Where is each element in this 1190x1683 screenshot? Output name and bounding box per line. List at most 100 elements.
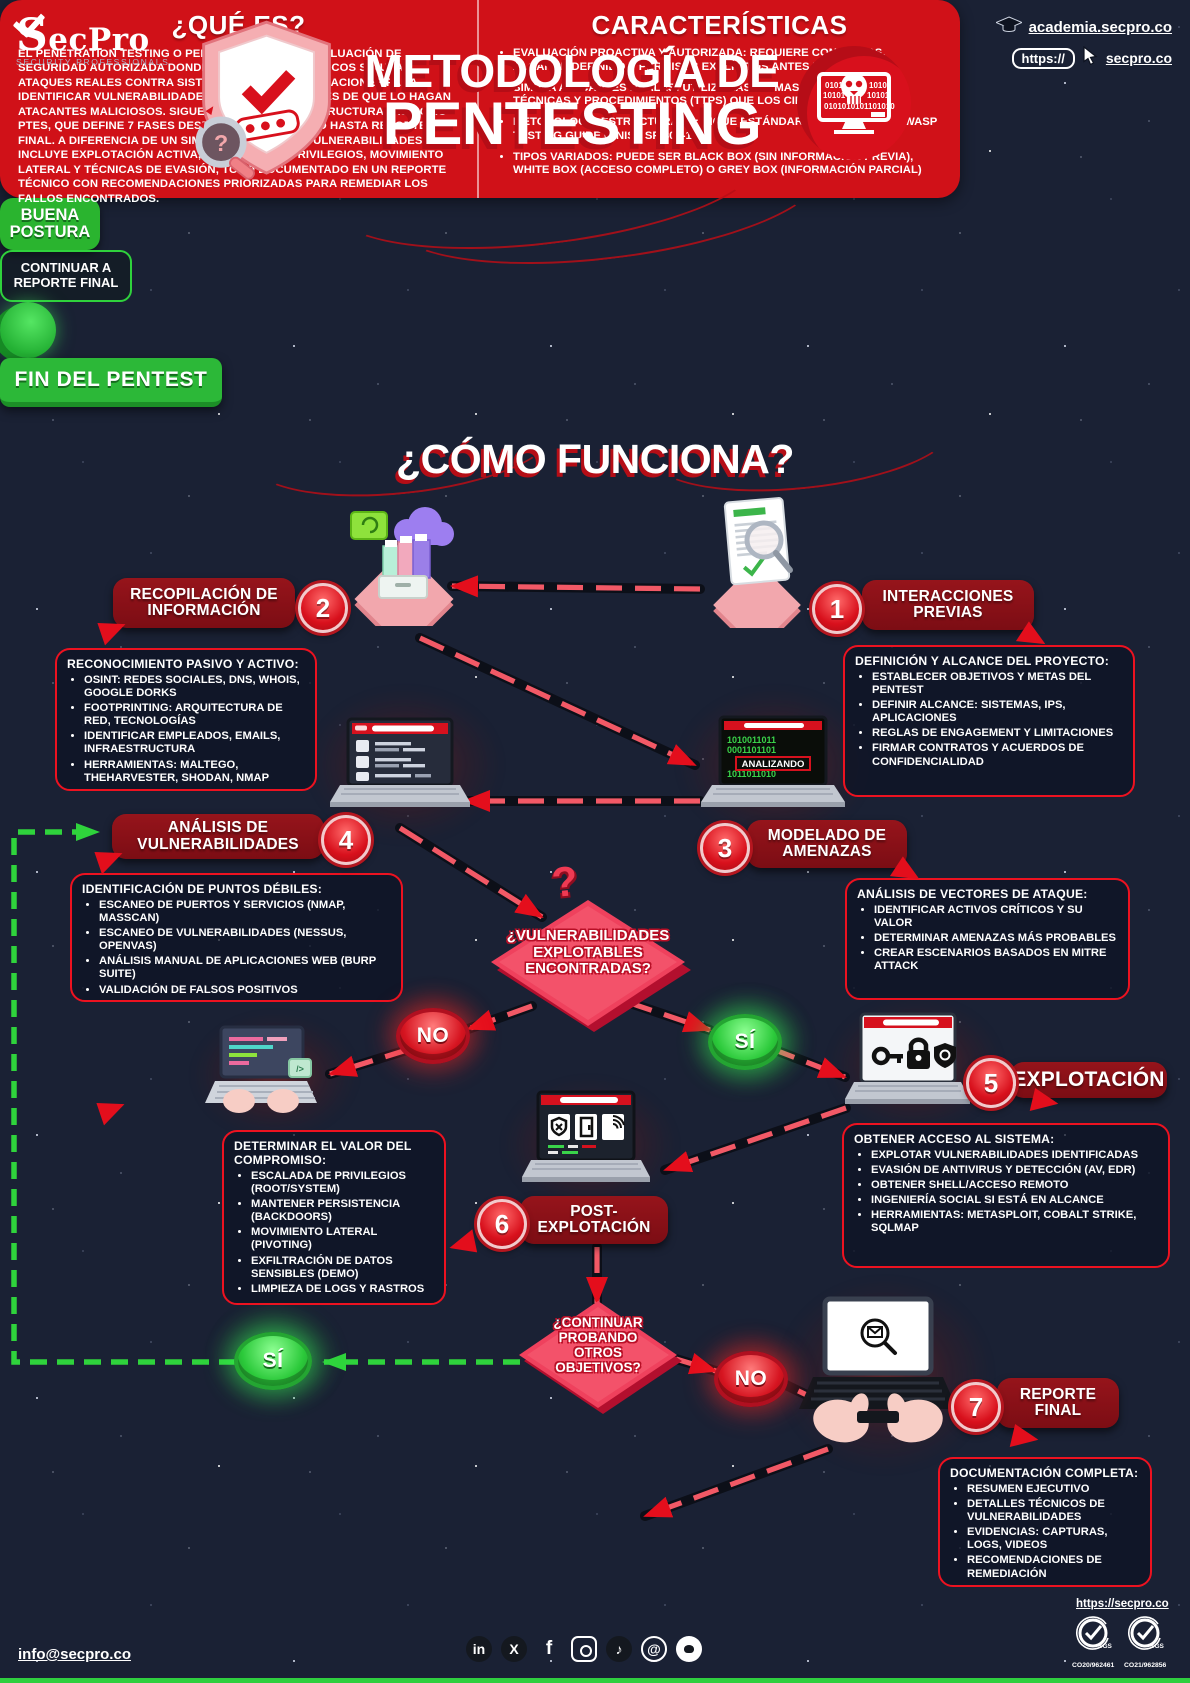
feature-item: EVALUACIÓN PROACTIVA Y AUTORIZADA: REQUI… (513, 47, 942, 75)
bullet: RESUMEN EJECUTIVO (967, 1483, 1140, 1496)
academy-link[interactable]: academia.secpro.co (1028, 19, 1172, 36)
github-icon[interactable] (676, 1636, 702, 1662)
step1-number-badge: 1 (812, 584, 862, 634)
feature-item: TIPOS VARIADOS: PUEDE SER BLACK BOX (SIN… (513, 151, 942, 179)
end-of-pentest-banner: FIN DEL PENTEST (0, 358, 222, 407)
bullet: HERRAMIENTAS: MALTEGO, THEHARVESTER, SHO… (84, 759, 305, 785)
instagram-icon[interactable] (571, 1636, 597, 1662)
step7-box-title: DOCUMENTACIÓN COMPLETA: (950, 1466, 1139, 1480)
bullet: RECOMENDACIONES DE REMEDIACIÓN (967, 1554, 1140, 1580)
bottom-green-bar (0, 1678, 1190, 1683)
svg-text:/>: /> (296, 1064, 304, 1074)
linkedin-icon[interactable]: in (466, 1636, 492, 1662)
bullet: MOVIMIENTO LATERAL (PIVOTING) (251, 1226, 434, 1252)
cloud-folders-illustration (345, 496, 463, 655)
svg-text:0001101101: 0001101101 (727, 745, 776, 755)
svg-text:1010011011: 1010011011 (727, 735, 776, 745)
laptop-report-hands-illustration (795, 1295, 960, 1465)
bullet: HERRAMIENTAS: METASPLOIT, COBALT STRIKE,… (871, 1209, 1158, 1235)
svg-text:SGS: SGS (1098, 1643, 1112, 1650)
threads-icon[interactable]: @ (641, 1636, 667, 1662)
laptop-dashboard-illustration (330, 715, 470, 820)
bullet: EXFILTRACIÓN DE DATOS SENSIBLES (DEMO) (251, 1255, 434, 1281)
bullet: OBTENER SHELL/ACCESO REMOTO (871, 1179, 1158, 1192)
keyboard-hands-illustration: /> (205, 1025, 320, 1120)
bullet: EVASIÓN DE ANTIVIRUS Y DETECCIÓN (AV, ED… (871, 1164, 1158, 1177)
decision2-diamond (512, 1300, 684, 1420)
secpro-logo: SecPro SECURITY PROFESSIONALS (16, 10, 169, 67)
pointer-tail (94, 620, 125, 648)
bullet: ESCANEO DE PUERTOS Y SERVICIOS (NMAP, MA… (99, 899, 391, 925)
title-line2: PENTESTING (382, 90, 762, 157)
social-icons-row: in X f ♪ @ (466, 1636, 702, 1662)
decision1-no-button[interactable]: NO (396, 1008, 470, 1064)
certification-badge: SGS CO20/962461 (1072, 1616, 1114, 1669)
step7-label: REPORTE FINAL (997, 1378, 1119, 1428)
svg-text:0101010101101010: 0101010101101010 (824, 102, 895, 111)
step4-infobox: IDENTIFICACIÓN DE PUNTOS DÉBILES: ESCANE… (70, 873, 403, 1002)
check-circle-icon (0, 302, 56, 358)
step3-number-badge: 3 (700, 823, 750, 873)
laptop-exploitation-illustration (845, 1012, 970, 1117)
bullet: VALIDACIÓN DE FALSOS POSITIVOS (99, 984, 391, 997)
svg-text:1010: 1010 (869, 81, 887, 90)
features-title: CARACTERÍSTICAS (591, 10, 848, 40)
question-mark-icon: ? (549, 856, 580, 907)
step6-infobox: DETERMINAR EL VALOR DEL COMPROMISO: ESCA… (222, 1130, 446, 1305)
bullet: OSINT: REDES SOCIALES, DNS, WHOIS, GOOGL… (84, 674, 305, 700)
graduation-cap-icon (994, 16, 1023, 39)
step2-label: RECOPILACIÓN DE INFORMACIÓN (113, 578, 295, 628)
hacker-skull-monitor-icon: 0101 1010 10101 10101 0101010101101010 (797, 46, 911, 160)
step5-infobox: OBTENER ACCESO AL SISTEMA: EXPLOTAR VULN… (842, 1123, 1170, 1268)
step6-label: POST- EXPLOTACIÓN (520, 1196, 668, 1244)
x-icon[interactable]: X (501, 1636, 527, 1662)
bullet: REGLAS DE ENGAGEMENT Y LIMITACIONES (872, 727, 1123, 740)
logo-tagline: SECURITY PROFESSIONALS (16, 57, 170, 67)
decision2-yes-button[interactable]: SÍ (234, 1332, 312, 1390)
arrow-step5-to-step6 (660, 1103, 851, 1175)
continue-to-report-label: CONTINUAR A REPORTE FINAL (0, 250, 132, 302)
step5-label: EXPLOTACIÓN (1010, 1062, 1167, 1098)
decision1-question: ¿VULNERABILIDADES EXPLOTABLES ENCONTRADA… (506, 927, 670, 977)
bullet: FIRMAR CONTRATOS Y ACUERDOS DE CONFIDENC… (872, 742, 1123, 768)
svg-text:10101: 10101 (867, 91, 890, 100)
svg-text:0101: 0101 (825, 81, 843, 90)
decision2-no-button[interactable]: NO (714, 1351, 788, 1407)
bullet: FOOTPRINTING: ARQUITECTURA DE RED, TECNO… (84, 702, 305, 728)
step2-infobox: RECONOCIMIENTO PASIVO Y ACTIVO: OSINT: R… (55, 648, 317, 791)
good-posture-label: BUENA POSTURA (0, 198, 100, 250)
email-link[interactable]: info@secpro.co (18, 1646, 131, 1663)
certification-badge: SGS CO21/962856 (1124, 1616, 1166, 1669)
step3-box-title: ANÁLISIS DE VECTORES DE ATAQUE: (857, 887, 1088, 901)
svg-text:10101: 10101 (823, 91, 846, 100)
facebook-icon[interactable]: f (545, 1638, 553, 1659)
cert-number: CO21/962856 (1124, 1662, 1167, 1669)
svg-text:1011011010: 1011011010 (727, 769, 776, 779)
bullet: ESCANEO DE VULNERABILIDADES (NESSUS, OPE… (99, 927, 391, 953)
bullet: INGENIERÍA SOCIAL SI ESTÁ EN ALCANCE (871, 1194, 1158, 1207)
step1-label: INTERACCIONES PREVIAS (862, 580, 1034, 630)
shield-check-illustration: ? (192, 18, 342, 188)
tiktok-icon[interactable]: ♪ (606, 1636, 632, 1662)
bullet: DETALLES TÉCNICOS DE VULNERABILIDADES (967, 1498, 1140, 1524)
step7-number-badge: 7 (951, 1382, 1001, 1432)
decision2-question: ¿CONTINUAR PROBANDO OTROS OBJETIVOS? (553, 1315, 643, 1376)
bullet: ESTABLECER OBJETIVOS Y METAS DEL PENTEST (872, 671, 1123, 697)
document-magnifier-illustration (700, 496, 815, 655)
header-links: academia.secpro.co https:// secpro.co (994, 16, 1172, 77)
step3-infobox: ANÁLISIS DE VECTORES DE ATAQUE: IDENTIFI… (845, 878, 1130, 1000)
site-url[interactable]: https://secpro.co (1076, 1598, 1169, 1610)
contact-email: info@secpro.co (18, 1646, 131, 1663)
step2-box-title: RECONOCIMIENTO PASIVO Y ACTIVO: (67, 657, 299, 671)
laptop-analyzing-illustration: 1010011011 0001101101 1011011010 ANALIZA… (700, 715, 845, 820)
bullet: MANTENER PERSISTENCIA (BACKDOORS) (251, 1198, 434, 1224)
decision1-yes-button[interactable]: SÍ (708, 1014, 782, 1070)
site-link-header[interactable]: secpro.co (1105, 50, 1172, 66)
title-line1: METODOLOGÍA DE (364, 45, 780, 97)
step1-infobox: DEFINICIÓN Y ALCANCE DEL PROYECTO: ESTAB… (843, 645, 1135, 797)
how-it-works-title: ¿CÓMO FUNCIONA? (396, 436, 794, 482)
https-protocol-label: https:// (1011, 47, 1075, 69)
step6-number-badge: 6 (477, 1199, 527, 1249)
features-section: CARACTERÍSTICAS EVALUACIÓN PROACTIVA Y A… (477, 0, 960, 198)
